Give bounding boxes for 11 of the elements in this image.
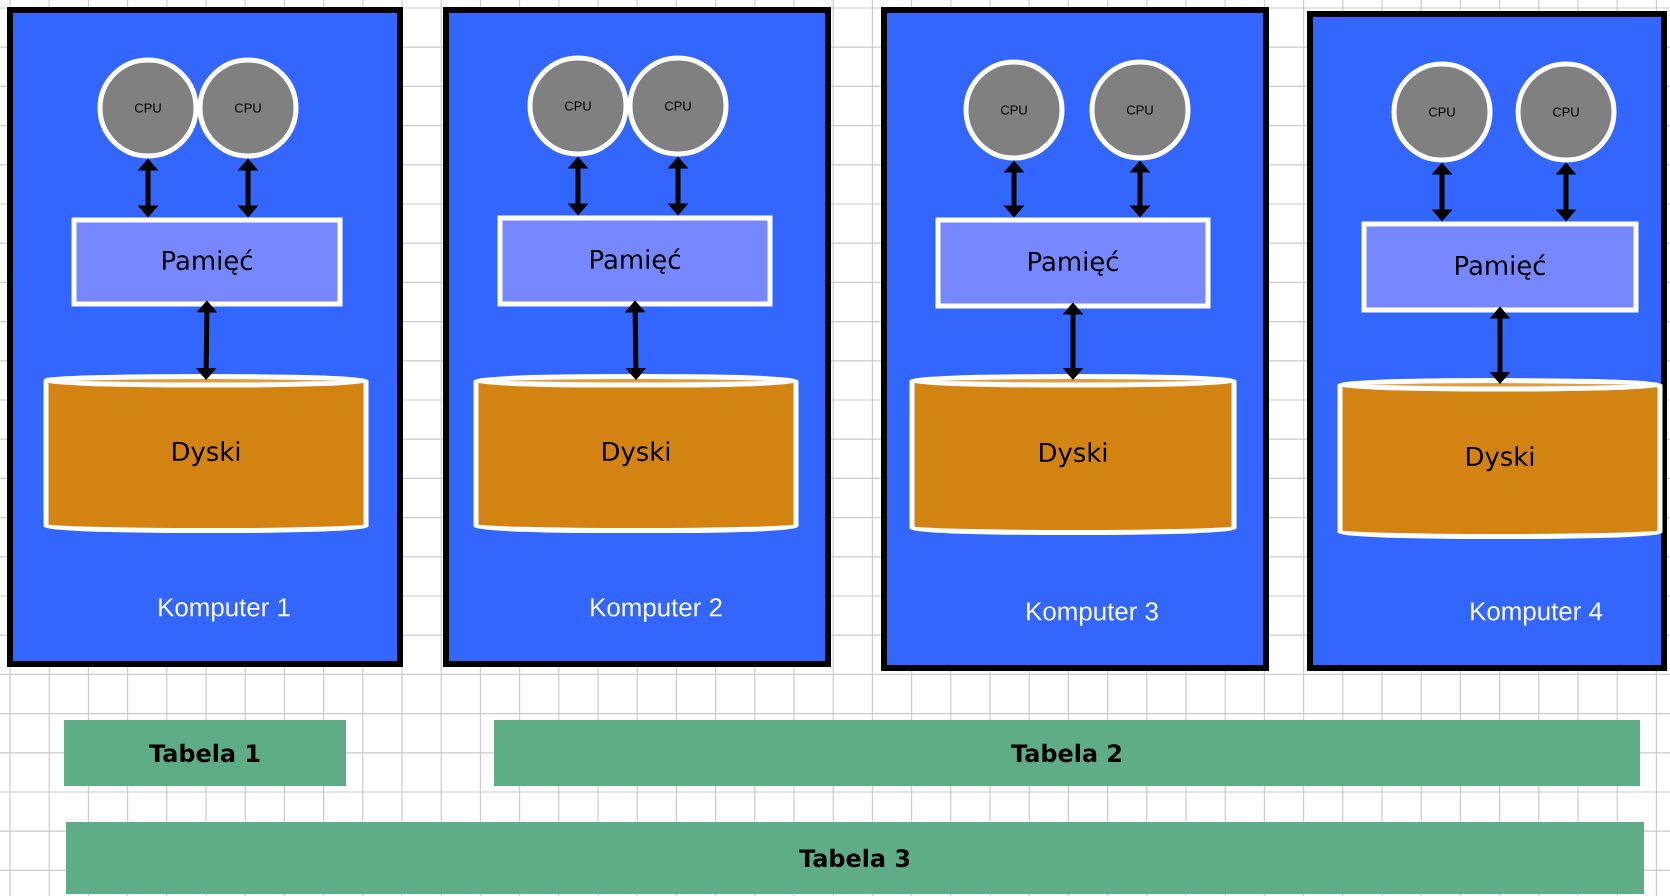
memory-box: Pamięć [497, 215, 773, 307]
table-bar: Tabela 2 [494, 720, 1640, 786]
disk-cylinder: Dyski [909, 374, 1237, 536]
disk-cylinder: Dyski [473, 374, 799, 534]
table-bar: Tabela 1 [64, 720, 346, 786]
memory-box: Pamięć [71, 217, 343, 307]
table-bar: Tabela 3 [66, 822, 1644, 894]
memory-box: Pamięć [935, 217, 1211, 309]
disk-cylinder: Dyski [43, 374, 369, 534]
disk-cylinder: Dyski [1337, 378, 1663, 540]
memory-box: Pamięć [1361, 221, 1639, 313]
